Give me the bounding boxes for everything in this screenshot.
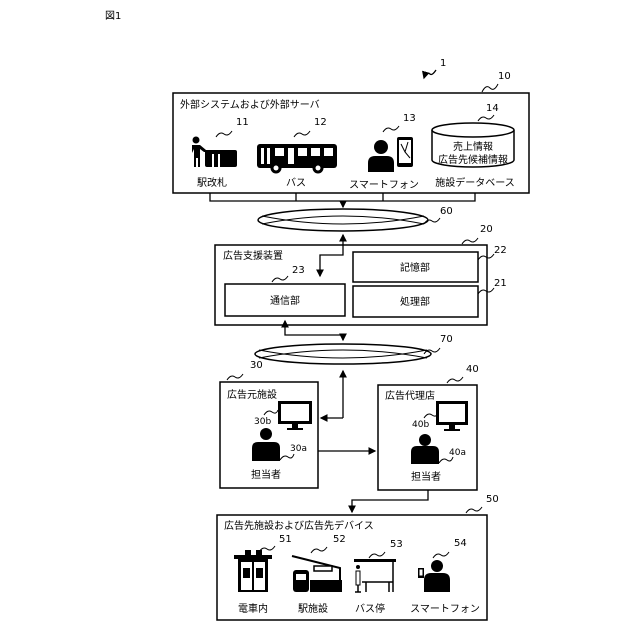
storage-unit-label: 記憶部 xyxy=(400,261,430,274)
ref-23: 23 xyxy=(292,265,305,276)
ref-52: 52 xyxy=(333,534,346,545)
ref-50: 50 xyxy=(486,494,499,505)
external-item-label: 施設データベース xyxy=(435,176,515,189)
ref-60: 60 xyxy=(440,206,453,217)
database-content: 売上情報 xyxy=(453,140,493,153)
ref-30b: 30b xyxy=(254,417,271,427)
ref-1: 1 xyxy=(440,58,446,69)
ref-13: 13 xyxy=(403,113,416,124)
ref-53: 53 xyxy=(390,539,403,550)
processing-unit-label: 処理部 xyxy=(400,295,430,308)
ref-30-leader xyxy=(227,374,243,380)
person-in-charge-label: 担当者 xyxy=(251,468,281,481)
ref-70: 70 xyxy=(440,334,453,345)
train-door-icon xyxy=(234,550,272,592)
ref-10: 10 xyxy=(498,71,511,82)
ref-10-leader xyxy=(482,84,498,92)
ref-12: 12 xyxy=(314,117,327,128)
ref-1-arrow xyxy=(424,70,436,78)
ref-40-leader xyxy=(447,377,463,383)
ref-54: 54 xyxy=(454,538,467,549)
database-content: 広告先候補情報 xyxy=(438,153,508,166)
ref-40: 40 xyxy=(466,364,479,375)
ref-22: 22 xyxy=(494,245,507,256)
external-item-label: バス xyxy=(286,177,306,189)
network-70 xyxy=(255,344,431,364)
ref-30: 30 xyxy=(250,360,263,371)
ad-agency-title: 広告代理店 xyxy=(385,389,435,402)
communication-unit-label: 通信部 xyxy=(270,294,300,307)
ref-20: 20 xyxy=(480,224,493,235)
external-item-label: スマートフォン xyxy=(349,180,419,191)
figure-label: 図1 xyxy=(105,10,121,22)
network-60 xyxy=(258,209,428,231)
ref-30a: 30a xyxy=(290,444,307,454)
ref-40a: 40a xyxy=(449,448,466,458)
ref-21: 21 xyxy=(494,278,507,289)
ref-51: 51 xyxy=(279,534,292,545)
destination-item-label: スマートフォン xyxy=(410,604,480,615)
ref-40b: 40b xyxy=(412,420,429,430)
external-bus-line xyxy=(210,193,475,201)
destination-item-label: バス停 xyxy=(355,602,385,615)
ad-destinations-title: 広告先施設および広告先デバイス xyxy=(224,519,374,532)
ad-support-device-title: 広告支援装置 xyxy=(223,249,283,262)
ref-14: 14 xyxy=(486,103,499,114)
ref-11: 11 xyxy=(236,117,249,128)
ad-source-facility-title: 広告元施設 xyxy=(227,388,277,401)
destination-item-label: 電車内 xyxy=(238,602,268,615)
external-systems-title: 外部システムおよび外部サーバ xyxy=(180,98,320,111)
connector-arrow xyxy=(352,490,428,512)
ref-50-leader xyxy=(466,507,482,513)
ref-20-leader xyxy=(462,238,478,244)
external-item-label: 駅改札 xyxy=(197,176,227,189)
person-in-charge-label: 担当者 xyxy=(411,470,441,483)
destination-item-label: 駅施設 xyxy=(298,602,328,615)
